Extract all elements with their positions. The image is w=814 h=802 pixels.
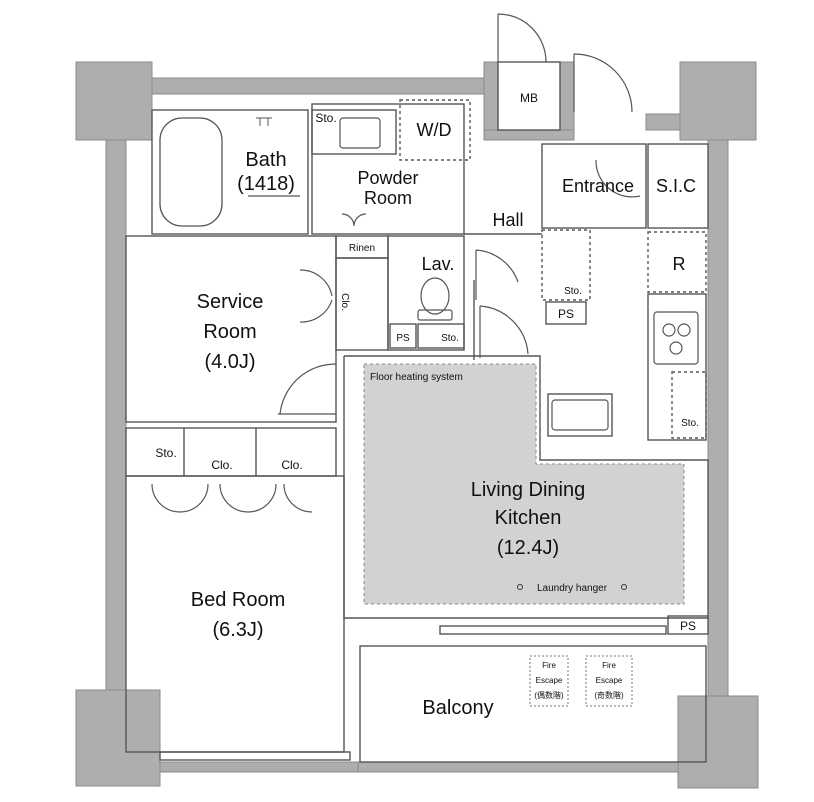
service-room-label-2: Room (203, 321, 256, 343)
wall-left (105, 139, 127, 691)
lav-label: Lav. (422, 254, 455, 274)
powder-room-label-1: Powder (357, 168, 418, 188)
ldk-label-1: Living Dining (471, 479, 586, 501)
bath-size-label: (1418) (237, 173, 295, 195)
powder-room-label-2: Room (364, 188, 412, 208)
wall-right (707, 139, 729, 697)
wall-top-right (645, 113, 681, 131)
ps-lav-label: PS (396, 333, 410, 344)
ldk-size-label: (12.4J) (497, 537, 559, 559)
fire-escape-2-line3: (奇数階) (594, 690, 624, 700)
wall-mb-left (483, 61, 499, 139)
kitchen-sink-icon (551, 399, 609, 431)
ps-balcony-label: PS (680, 619, 696, 633)
wall-bottom-right (357, 761, 679, 773)
fire-escape-2-line1: Fire (602, 661, 616, 670)
laundry-hanger-label: Laundry hanger (537, 583, 608, 594)
wall-mb-right (559, 61, 575, 139)
bath-label: Bath (245, 149, 286, 171)
walls (75, 61, 759, 789)
bed-clo1-label: Clo. (211, 458, 232, 472)
sto-kitchen-label: Sto. (681, 418, 699, 429)
fire-escape-1-line3: (偶数階) (534, 690, 564, 700)
entrance-label: Entrance (562, 176, 634, 196)
wall-mb-bottom (483, 129, 575, 141)
column-top-left (75, 61, 153, 141)
faucet-icon (256, 117, 272, 126)
toilet-icon (417, 277, 453, 321)
column-bottom-right (677, 695, 759, 789)
laundry-hanger-left-icon (517, 584, 523, 590)
door-swings (151, 13, 641, 513)
refrigerator-label: R (673, 254, 686, 274)
balcony-label: Balcony (422, 697, 493, 719)
ps-entry-label: PS (558, 307, 574, 321)
bed-room-size-label: (6.3J) (212, 619, 263, 641)
column-bottom-left (75, 689, 161, 787)
bed-room-label: Bed Room (191, 589, 286, 611)
sic-label: S.I.C (656, 176, 696, 196)
bed-clo2-label: Clo. (281, 458, 302, 472)
wd-label: W/D (417, 120, 452, 140)
fire-escape-2-line2: Escape (596, 676, 623, 685)
stove-icon (653, 311, 699, 365)
sto-entry-label: Sto. (564, 286, 582, 297)
laundry-hanger-right-icon (621, 584, 627, 590)
hall-label: Hall (492, 210, 523, 230)
fire-escape-1-line1: Fire (542, 661, 556, 670)
column-top-right (679, 61, 757, 141)
floor-heating-label: Floor heating system (370, 372, 463, 383)
sto-lav-label: Sto. (441, 333, 459, 344)
sink-icon (339, 117, 381, 149)
ldk-label-2: Kitchen (495, 507, 562, 529)
clo-service-label: Clo. (339, 293, 350, 311)
sto-bath-label: Sto. (315, 111, 336, 125)
mb-label: MB (520, 91, 538, 105)
wall-top-left (151, 77, 487, 95)
service-room-label-1: Service (197, 291, 264, 313)
rinen-label: Rinen (349, 243, 375, 254)
floor-heating-area (363, 363, 685, 605)
service-room-size-label: (4.0J) (204, 351, 255, 373)
partitions (125, 61, 709, 763)
fire-escape-1-line2: Escape (536, 676, 563, 685)
wall-bottom (159, 761, 359, 773)
bed-sto-label: Sto. (155, 446, 176, 460)
bathtub-icon (159, 117, 223, 227)
